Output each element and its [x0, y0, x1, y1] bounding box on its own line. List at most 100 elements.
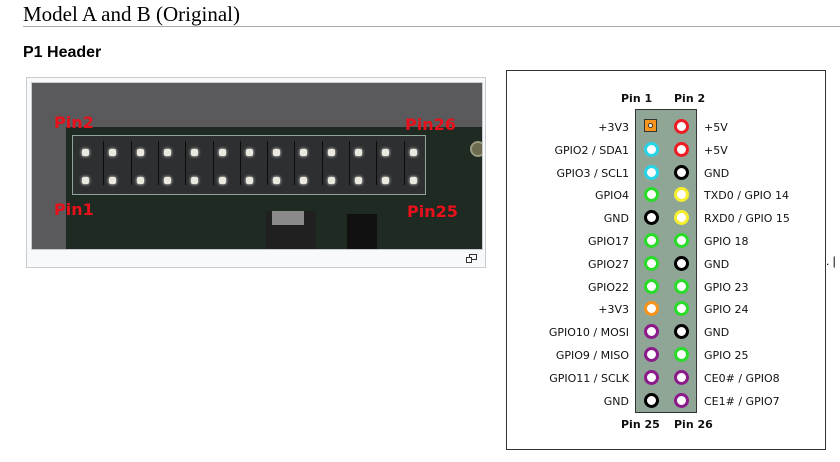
enlarge-icon[interactable]	[466, 254, 477, 263]
even-pin-uart-icon	[674, 187, 689, 203]
pin-separator	[267, 141, 269, 185]
header-pin	[82, 149, 89, 156]
pin-separator	[157, 141, 159, 185]
header-pin	[355, 177, 362, 184]
even-pin-gpio-icon	[674, 278, 689, 294]
pin-row: GPIO11 / SCLK CE0# / GPIO8	[507, 368, 825, 390]
pin-separator	[239, 141, 241, 185]
regulator-tab	[272, 211, 304, 225]
header-pin	[327, 177, 335, 184]
header-pin	[218, 177, 226, 184]
even-pin-gnd-icon	[674, 324, 689, 340]
odd-pin-spi-icon	[644, 347, 659, 362]
even-pin-gpio-icon	[674, 233, 689, 248]
pin-row: GPIO27 GND	[507, 254, 825, 276]
odd-pin-label: GND	[603, 394, 629, 408]
odd-pin-label: GPIO4	[594, 189, 629, 203]
pin-separator	[403, 141, 405, 185]
even-pin-gnd-icon	[674, 255, 689, 271]
even-pin-label: RXD0 / GPIO 15	[704, 212, 790, 226]
header-pin	[245, 177, 253, 184]
pin-row: +3V3 +5V	[507, 117, 825, 139]
test-point	[470, 141, 482, 157]
header-pin	[382, 177, 390, 184]
heading-divider	[23, 26, 840, 27]
header-pin	[191, 149, 199, 156]
header-pin	[82, 177, 89, 184]
even-pin-gpio-icon	[674, 301, 689, 317]
even-pin-label: GND	[704, 326, 730, 340]
odd-pin-label: GND	[603, 212, 629, 226]
header-pin	[109, 149, 117, 156]
header-pin	[273, 177, 281, 184]
odd-pin-label: GPIO3 / SCL1	[556, 166, 629, 180]
odd-pin-spi-icon	[644, 324, 659, 340]
pin-row: GPIO3 / SCL1 GND	[507, 163, 825, 185]
header-pin	[382, 149, 390, 156]
pin-header	[72, 135, 426, 195]
pin-row: GPIO10 / MOSI GND	[507, 322, 825, 344]
odd-pin-spi-icon	[644, 369, 659, 385]
even-pin-spi-icon	[674, 392, 689, 408]
pin2-header-label: Pin 2	[674, 92, 706, 105]
pin-separator	[185, 141, 187, 185]
header-pin	[300, 149, 308, 156]
even-pin-label: +5V	[704, 121, 728, 134]
odd-pin-label: GPIO22	[587, 280, 629, 294]
header-photo[interactable]: Pin2 Pin26 Pin1 Pin25	[31, 82, 483, 250]
odd-pin-i2c-icon	[644, 164, 659, 180]
pin-separator	[130, 141, 132, 185]
odd-pin-label: +3V3	[598, 303, 629, 317]
even-pin-gpio-icon	[674, 347, 689, 362]
pin-separator	[321, 141, 323, 185]
odd-pin-label: +3V3	[598, 121, 629, 134]
odd-pin-label: GPIO10 / MOSI	[548, 326, 629, 340]
odd-pin-gpio-icon	[644, 255, 659, 271]
even-pin-label: GPIO 25	[704, 349, 749, 362]
even-pin-label: CE0# / GPIO8	[704, 371, 780, 385]
header-photo-figure: Pin2 Pin26 Pin1 Pin25	[26, 77, 486, 268]
even-pin-uart-icon	[674, 210, 689, 226]
pin-separator	[212, 141, 214, 185]
header-pin	[409, 177, 417, 184]
even-pin-spi-icon	[674, 369, 689, 385]
even-pin-label: GND	[704, 257, 730, 271]
even-pin-label: TXD0 / GPIO 14	[704, 189, 789, 203]
header-pin	[327, 149, 335, 156]
even-pin-label: +5V	[704, 143, 728, 157]
odd-pin-label: GPIO2 / SDA1	[554, 143, 629, 157]
even-pin-label: GPIO 18	[704, 235, 749, 248]
header-pin	[355, 149, 362, 156]
even-pin-label: GPIO 24	[704, 303, 749, 317]
capacitor-component	[347, 214, 377, 249]
header-pin	[273, 149, 281, 156]
subsection-heading: P1 Header	[23, 44, 102, 61]
odd-pin-label: GPIO11 / SCLK	[549, 371, 629, 385]
odd-pin-3v3-icon	[644, 301, 659, 317]
header-pin	[300, 177, 308, 184]
pin1-label: Pin1	[54, 200, 94, 219]
pin-row: +3V3 GPIO 24	[507, 299, 825, 321]
odd-pin-label: GPIO27	[587, 257, 629, 271]
odd-pin-i2c-icon	[644, 141, 659, 157]
pin2-label: Pin2	[54, 113, 94, 132]
even-pin-gnd-icon	[674, 164, 689, 180]
odd-pin-gpio-icon	[644, 278, 659, 294]
pin-row: GPIO4 TXD0 / GPIO 14	[507, 185, 825, 207]
odd-pin-3v3sq-icon	[644, 119, 657, 132]
odd-pin-label: GPIO9 / MISO	[555, 349, 629, 362]
header-pin	[109, 177, 117, 184]
even-pin-label: GND	[704, 166, 730, 180]
even-pin-5v-icon	[674, 119, 689, 134]
even-pin-label: GPIO 23	[704, 280, 749, 294]
odd-pin-gnd-icon	[644, 210, 659, 226]
header-pin	[136, 149, 144, 156]
pin-separator	[103, 141, 105, 185]
pin-separator	[349, 141, 350, 185]
header-pin	[163, 177, 171, 184]
pin26-header-label: Pin 26	[674, 418, 713, 431]
pin-separator	[294, 141, 296, 185]
header-pin	[136, 177, 144, 184]
